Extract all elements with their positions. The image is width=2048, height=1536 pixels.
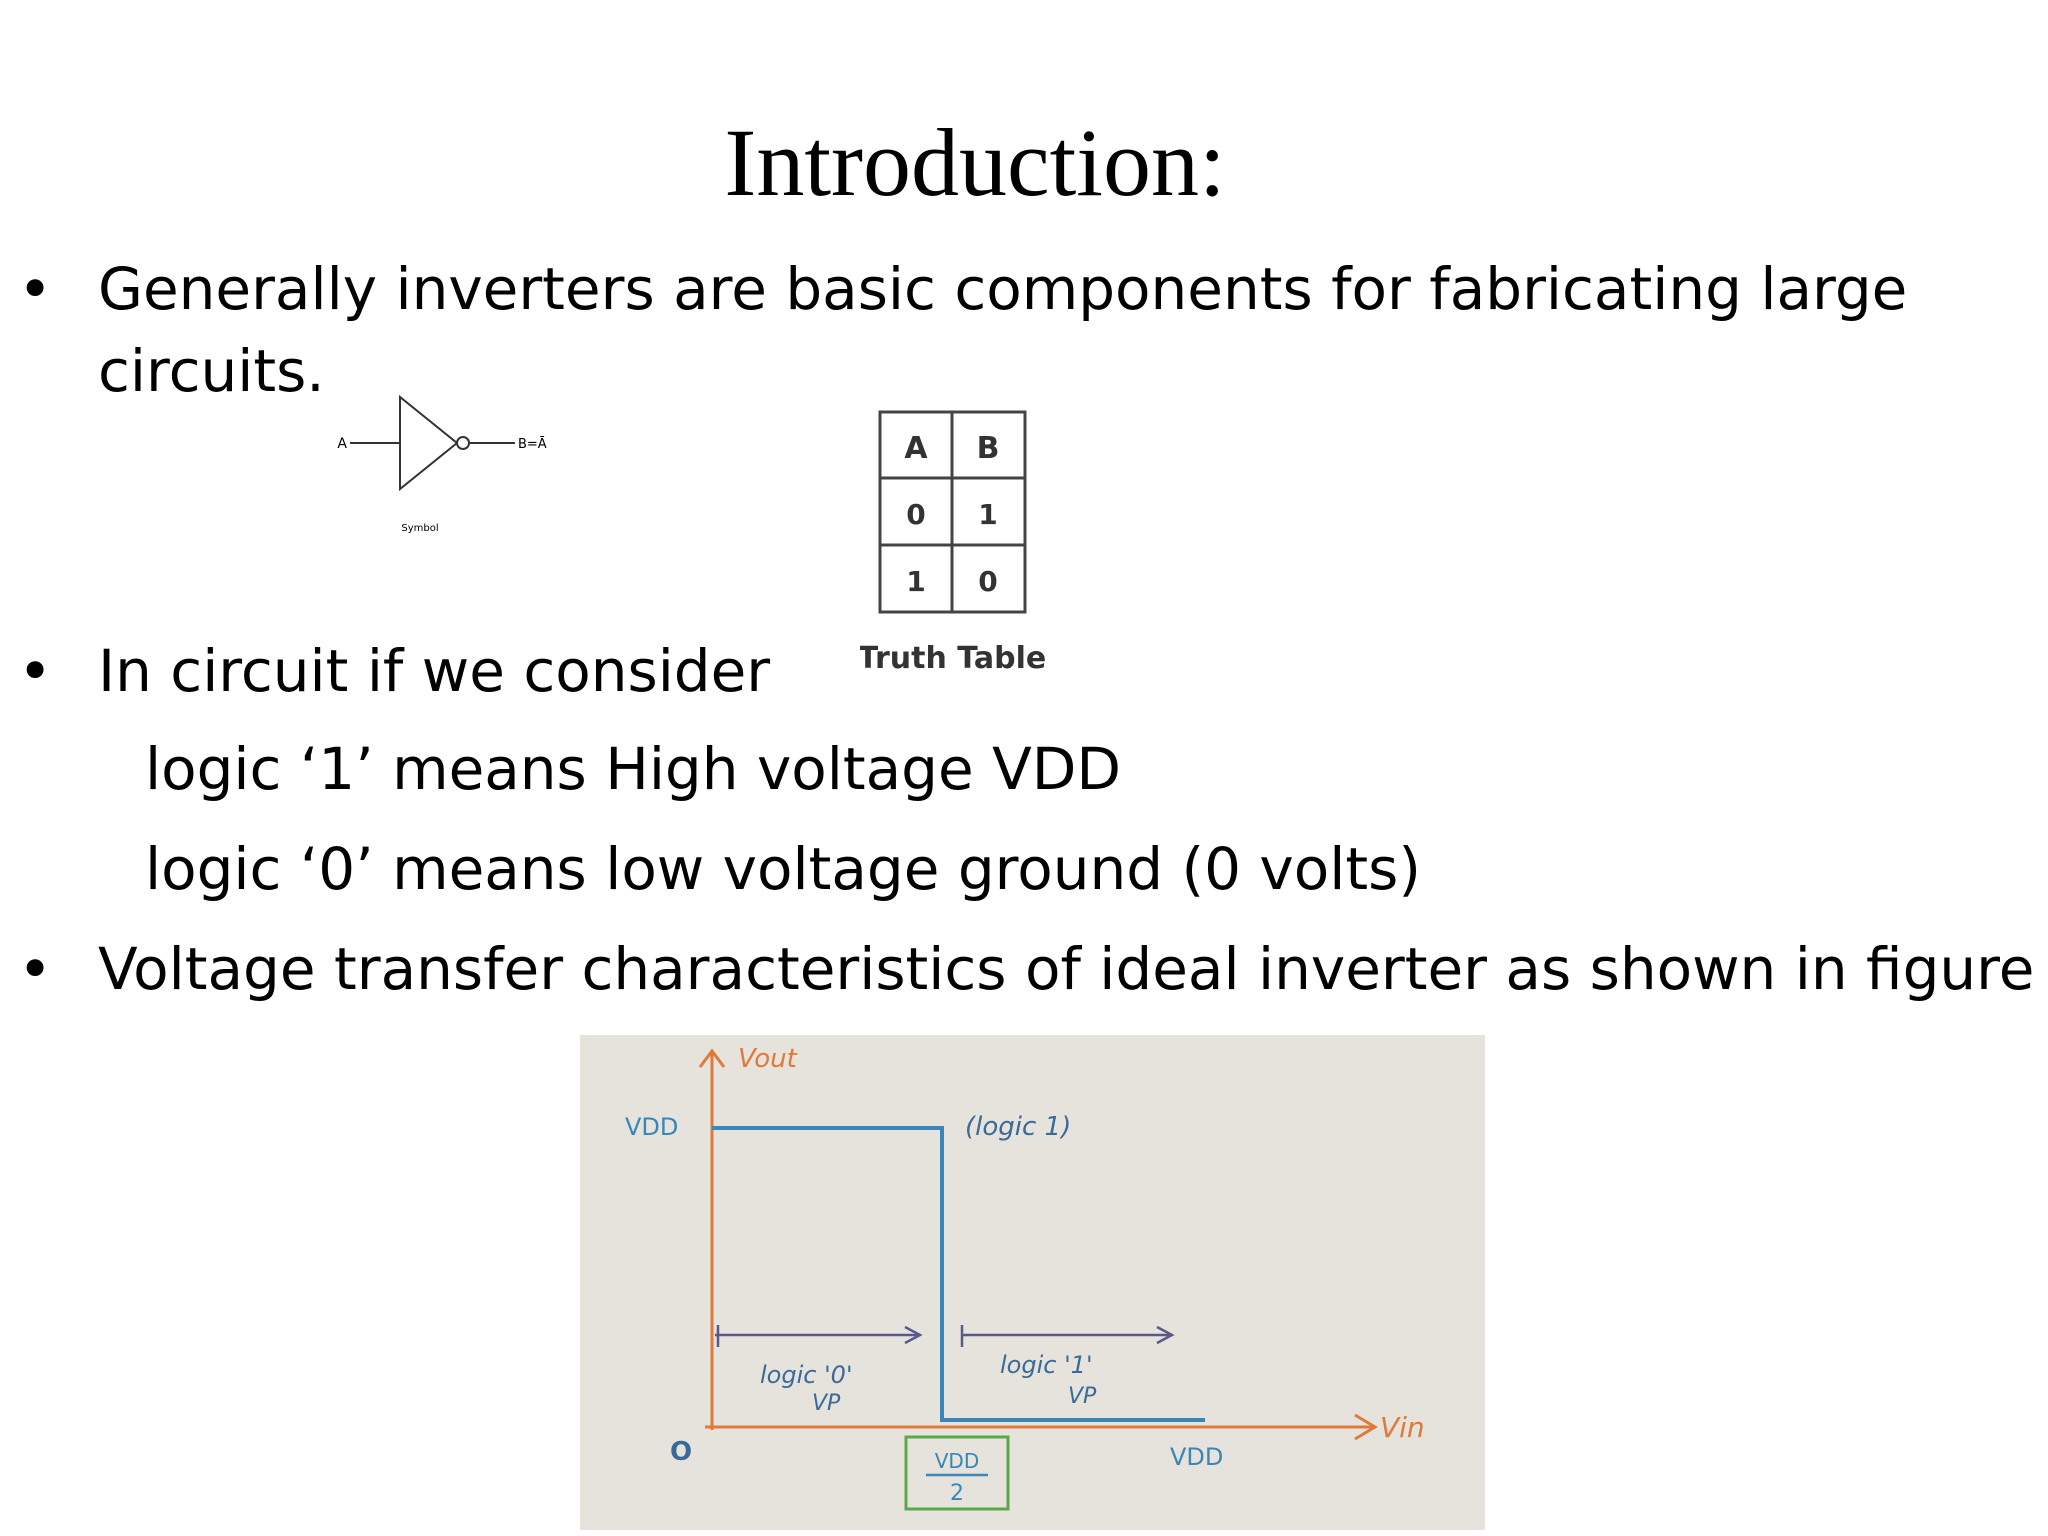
inverter-output-label: B=Ā [518, 437, 547, 452]
vtc-vp-left-label: VP [812, 1391, 841, 1416]
truth-header-a: A [904, 431, 928, 466]
vtc-logic1-label: logic '1' [1000, 1351, 1093, 1379]
vtc-midpoint-denominator: 2 [950, 1481, 964, 1506]
bullet-2-line-1: In circuit if we consider [98, 637, 771, 705]
truth-cell-r2-b: 0 [978, 565, 997, 598]
bullet-1-line-1: Generally inverters are basic components… [98, 255, 1908, 323]
truth-header-b: B [977, 431, 1000, 466]
bullet-1: • Generally inverters are basic component… [18, 248, 1907, 330]
inverter-caption: Symbol [401, 523, 438, 534]
inverter-symbol: A B=Ā Symbol [337, 394, 547, 534]
bullet-marker: • [18, 637, 53, 705]
truth-table: A B 0 1 1 0 Truth Table [860, 410, 1046, 676]
vtc-vdd-y-label: VDD [625, 1113, 678, 1141]
vtc-paper-background [580, 1035, 1485, 1530]
vtc-figure: Vout Vin VDD (logic 1) O logic '0' VP lo… [580, 1035, 1485, 1530]
vtc-y-axis-arrow [698, 1048, 726, 1068]
slide-title: Introduction: [724, 109, 1226, 216]
vtc-x-axis-arrow [1354, 1413, 1378, 1441]
bullet-3: • Voltage transfer characteristics of ide… [18, 928, 2034, 1010]
vtc-high-label: (logic 1) [965, 1112, 1071, 1142]
vtc-origin-label: O [670, 1437, 692, 1467]
midpoint-box [904, 1435, 1010, 1511]
bullet-2: • In circuit if we consider [18, 630, 770, 712]
bullet-1-line-2: circuits. [98, 337, 325, 405]
bullet-2-subline-2: logic ‘0’ means low voltage ground (0 vo… [145, 835, 1421, 903]
vtc-x-axis-label: Vin [1380, 1411, 1425, 1444]
vtc-logic0-label: logic '0' [760, 1361, 853, 1389]
vtc-vp-right-label: VP [1068, 1384, 1097, 1409]
bullet-2-subline-1: logic ‘1’ means High voltage VDD [145, 735, 1122, 803]
truth-cell-r2-a: 1 [906, 565, 925, 598]
inverter-input-label: A [337, 436, 347, 452]
vtc-midpoint-numerator: VDD [935, 1449, 979, 1473]
truth-table-caption: Truth Table [860, 641, 1046, 676]
bullet-marker: • [18, 935, 53, 1003]
bullet-marker: • [18, 255, 53, 323]
bullet-3-line-1: Voltage transfer characteristics of idea… [98, 935, 2035, 1003]
truth-cell-r1-b: 1 [978, 498, 997, 531]
truth-cell-r1-a: 0 [906, 498, 925, 531]
vtc-y-axis-label: Vout [738, 1044, 798, 1074]
vtc-curve [712, 1126, 1205, 1422]
vtc-vdd-x-label: VDD [1170, 1443, 1223, 1471]
